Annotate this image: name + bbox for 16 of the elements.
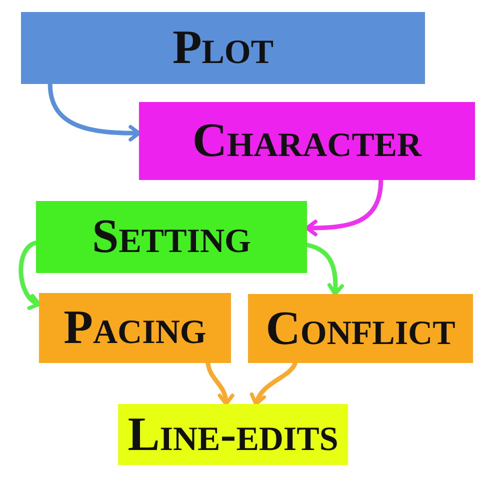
- arrow: [48, 82, 142, 142]
- topic-label: Setting: [92, 213, 251, 261]
- arrow: [250, 360, 298, 406]
- topic-box: [118, 404, 348, 465]
- topic-label: Plot: [172, 24, 274, 72]
- topic-box: [21, 12, 425, 84]
- topic-label: Line-edits: [128, 410, 338, 458]
- topic-box: [248, 294, 473, 363]
- topic-label: Character: [192, 117, 422, 165]
- arrow: [206, 360, 234, 406]
- arrow: [18, 240, 42, 308]
- topic-label: Pacing: [64, 304, 206, 352]
- topic-box: [36, 201, 307, 273]
- topic-label: Conflict: [266, 304, 456, 352]
- topic-box: [39, 293, 231, 363]
- topic-box: [139, 102, 475, 180]
